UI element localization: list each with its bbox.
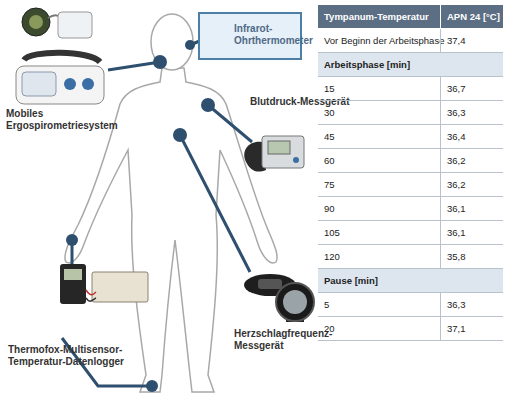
table-cell: 120	[318, 245, 440, 269]
table-cell: 36,7	[440, 77, 503, 101]
device-label: Thermofox-Multisensor-Temperatur-Datenlo…	[8, 344, 148, 368]
table-cell: 5	[318, 293, 440, 317]
table-cell: 15	[318, 77, 440, 101]
ergospirometry-device	[16, 8, 104, 104]
table-cell: 37,1	[440, 317, 503, 341]
table-cell: 20	[318, 317, 440, 341]
device-label: Mobiles Ergospirometriesystem	[6, 108, 131, 132]
table-cell: Tympanum-Temperatur	[318, 5, 440, 29]
heart-rate-device	[244, 274, 314, 322]
device-label: Blutdruck-Messgerät	[250, 96, 360, 108]
table-cell: 36,3	[440, 293, 503, 317]
table-cell: 60	[318, 149, 440, 173]
table-cell: 36,1	[440, 221, 503, 245]
table-cell: 36,1	[440, 197, 503, 221]
table-cell: 36,2	[440, 173, 503, 197]
table-cell: Arbeitsphase [min]	[318, 53, 503, 77]
table-cell: 35,8	[440, 245, 503, 269]
table-cell: Vor Beginn der Arbeitsphase	[318, 29, 440, 53]
table-cell: 36,4	[440, 125, 503, 149]
table-cell: 45	[318, 125, 440, 149]
table-cell: 36,3	[440, 101, 503, 125]
device-box: Infrarot-Ohrthermometer	[198, 12, 302, 60]
leader-dots	[66, 40, 215, 392]
table-cell: 105	[318, 221, 440, 245]
device-name: Infrarot-Ohrthermometer	[234, 23, 298, 47]
table-cell: Pause [min]	[318, 269, 503, 293]
table-cell: APN 24 [°C]	[440, 5, 503, 29]
blood-pressure-device	[244, 136, 304, 172]
table-cell: 30	[318, 101, 440, 125]
table-cell: 36,2	[440, 149, 503, 173]
table-cell: 75	[318, 173, 440, 197]
leader-lines	[62, 40, 252, 386]
table-cell: 90	[318, 197, 440, 221]
table-cell: 37,4	[440, 29, 503, 53]
thermofox-logger	[60, 264, 148, 304]
device-label: Herzschlagfrequenz-Messgerät	[234, 328, 314, 352]
